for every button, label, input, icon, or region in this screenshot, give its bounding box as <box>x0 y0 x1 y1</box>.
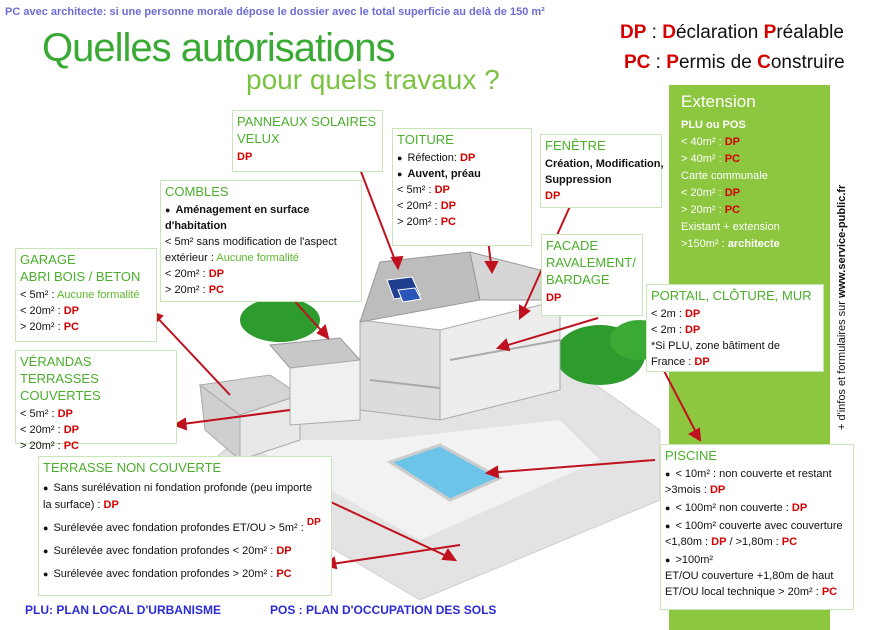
box-title: ABRI BOIS / BETON <box>20 269 141 284</box>
box-line: ET/OU local technique > 20m² : PC <box>665 586 838 598</box>
box-value: DP <box>237 151 253 163</box>
box-value: DP <box>545 190 561 202</box>
box-line: < 100m² couverte avec couverture <box>661 518 853 534</box>
legend-sep: : <box>650 52 667 73</box>
box-line: < 20m² : DP <box>397 200 456 212</box>
legend-letter: D <box>662 22 676 43</box>
box-title: PISCINE <box>665 448 718 463</box>
box-line: ET/OU couverture +1,80m de haut <box>665 570 834 582</box>
box-title: TERRASSES COUVERTES <box>20 371 101 403</box>
toiture-box: TOITURE Réfection: DP Auvent, préau < 5m… <box>392 128 532 246</box>
box-line: < 20m² : DP <box>20 305 79 317</box>
box-line: > 20m² : PC <box>20 321 79 333</box>
box-line: < 5m² : DP <box>20 408 73 420</box>
facade-box: FACADE RAVALEMENT/ BARDAGE DP <box>541 234 643 316</box>
extension-line: > 20m² : PC <box>681 204 740 216</box>
verandas-box: VÉRANDAS TERRASSES COUVERTES < 5m² : DP … <box>15 350 177 452</box>
legend-word: ermis de <box>678 52 758 73</box>
legend-sep: : <box>646 22 663 43</box>
garage-box: GARAGE ABRI BOIS / BETON < 5m² : Aucune … <box>15 248 157 342</box>
box-title: TOITURE <box>397 132 454 147</box>
box-line: < 20m² : DP <box>165 268 224 280</box>
box-line: <1,80m : DP / >1,80m : PC <box>665 536 798 548</box>
box-title: RAVALEMENT/ <box>546 255 636 270</box>
box-line: < 2m : DP <box>651 324 701 336</box>
box-line: > 20m² : PC <box>397 216 456 228</box>
box-line: *Si PLU, zone bâtiment de <box>651 340 781 352</box>
box-line: Surélevée avec fondation profondes ET/OU… <box>39 517 331 537</box>
extension-carte: Carte communale <box>681 170 768 182</box>
box-line: d'habitation <box>165 220 227 232</box>
legend-letter: P <box>763 22 777 43</box>
box-line: < 5m² : Aucune formalité <box>20 289 140 301</box>
extension-line: > 40m² : PC <box>681 153 740 165</box>
footer-plu: PLU: PLAN LOCAL D'URBANISME <box>25 603 221 617</box>
box-line: Surélevée avec fondation profondes > 20m… <box>39 566 331 583</box>
box-line: Surélevée avec fondation profondes < 20m… <box>39 543 331 560</box>
footer-pos: POS : PLAN D'OCCUPATION DES SOLS <box>270 603 497 617</box>
portail-box: PORTAIL, CLÔTURE, MUR < 2m : DP < 2m : D… <box>646 284 824 372</box>
box-title: TERRASSE NON COUVERTE <box>43 460 222 475</box>
box-line: < 20m² : DP <box>20 424 79 436</box>
box-line: Aménagement en surface <box>161 202 361 218</box>
legend-word: éclaration <box>675 22 764 43</box>
box-title: GARAGE <box>20 252 76 267</box>
box-title: VELUX <box>237 131 280 146</box>
box-line: Suppression <box>545 174 612 186</box>
extension-plu: PLU ou POS <box>681 119 746 131</box>
extension-line: < 40m² : DP <box>681 136 740 148</box>
box-line: < 5m² : DP <box>397 184 450 196</box>
box-line: < 2m : DP <box>651 308 701 320</box>
legend-pc: PC : Permis de Construire <box>624 52 845 74</box>
box-value: DP <box>546 292 562 304</box>
box-title: COMBLES <box>165 184 229 199</box>
legend-letter: C <box>757 52 771 73</box>
extension-line: >150m² : architecte <box>681 238 780 250</box>
box-line: > 20m² : PC <box>165 284 224 296</box>
box-line: > 20m² : PC <box>20 440 79 452</box>
box-line: Réfection: DP <box>393 150 531 166</box>
page-subtitle: pour quels travaux ? <box>246 64 500 95</box>
terrasse-box: TERRASSE NON COUVERTE Sans surélévation … <box>38 456 332 596</box>
box-line: < 5m² sans modification de l'aspect <box>165 236 337 248</box>
box-line: >100m² <box>661 552 853 568</box>
box-title: PORTAIL, CLÔTURE, MUR <box>651 288 812 303</box>
extension-line: < 20m² : DP <box>681 187 740 199</box>
legend-dp-abbr: DP <box>620 22 647 43</box>
box-title: PANNEAUX SOLAIRES <box>237 114 377 129</box>
box-line: < 100m² non couverte : DP <box>661 500 853 516</box>
box-line: >3mois : DP <box>665 484 726 496</box>
legend-letter: P <box>666 52 679 73</box>
box-title: BARDAGE <box>546 272 610 287</box>
extension-line: Existant + extension <box>681 221 780 233</box>
extension-title: Extension <box>681 92 756 111</box>
legend-word: réalable <box>776 22 844 43</box>
box-line: la surface) : DP <box>43 499 119 511</box>
piscine-box: PISCINE < 10m² : non couverte et restant… <box>660 444 854 610</box>
box-line: Création, Modification, <box>545 158 664 170</box>
top-note: PC avec architecte: si une personne mora… <box>5 6 545 18</box>
box-title: FENÊTRE <box>545 138 606 153</box>
box-line: Auvent, préau <box>393 166 531 182</box>
box-title: FACADE <box>546 238 599 253</box>
box-line: extérieur : Aucune formalité <box>165 252 299 264</box>
fenetre-box: FENÊTRE Création, Modification, Suppress… <box>540 134 664 208</box>
box-line: < 10m² : non couverte et restant <box>661 466 853 482</box>
box-line: France : DP <box>651 356 710 368</box>
page-title: Quelles autorisations <box>42 26 396 70</box>
legend-word: onstruire <box>770 52 845 73</box>
combles-box: COMBLES Aménagement en surface d'habitat… <box>160 180 362 302</box>
legend-pc-abbr: PC <box>624 52 651 73</box>
box-title: VÉRANDAS <box>20 354 92 369</box>
legend-dp: DP : Déclaration Préalable <box>620 22 844 44</box>
box-line: Sans surélévation ni fondation profonde … <box>39 480 331 497</box>
panneaux-solaires-box: PANNEAUX SOLAIRES VELUX DP <box>232 110 383 172</box>
